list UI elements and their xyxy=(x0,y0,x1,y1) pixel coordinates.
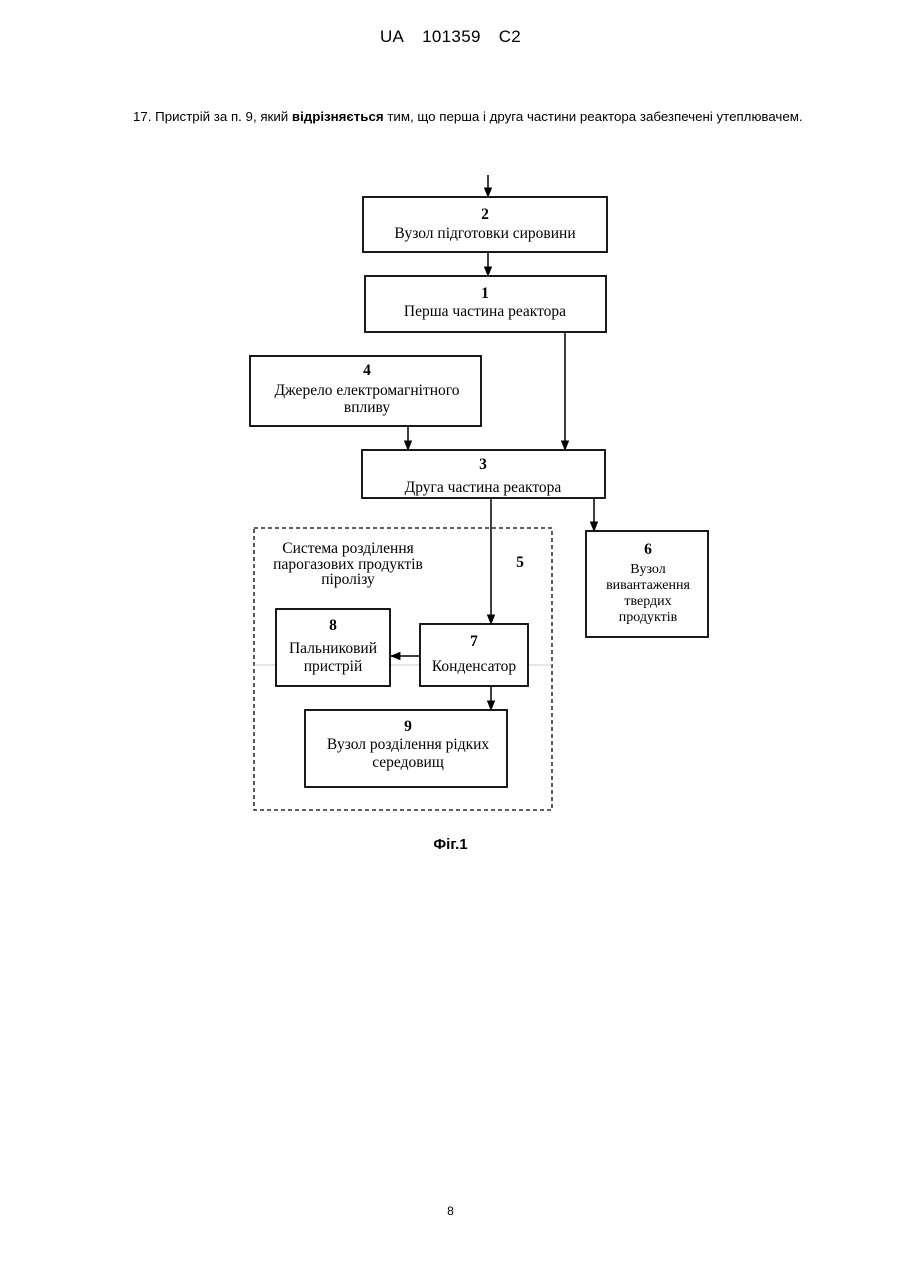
block-4-label-line-1: Джерело електромагнітного xyxy=(274,382,459,399)
block-5-label-line-1: Система розділення xyxy=(282,540,414,557)
figure-caption: Фіг.1 xyxy=(0,836,901,853)
block-3: 3 Друга частина реактора xyxy=(362,450,605,498)
block-8-label-line-2: пристрій xyxy=(304,658,363,675)
block-3-number: 3 xyxy=(479,456,487,473)
block-4: 4 Джерело електромагнітного впливу xyxy=(250,356,481,426)
block-2-number: 2 xyxy=(481,206,489,223)
block-2-label: Вузол підготовки сировини xyxy=(394,225,575,242)
block-9: 9 Вузол розділення рідких середовищ xyxy=(305,710,507,787)
block-8-label-line-1: Пальниковий xyxy=(289,640,377,657)
block-1-number: 1 xyxy=(481,285,489,302)
block-6-label-line-3: твердих xyxy=(624,594,671,609)
block-6-number: 6 xyxy=(644,541,652,558)
block-5-number: 5 xyxy=(516,554,524,571)
block-7-label: Конденсатор xyxy=(432,658,517,675)
block-8-number: 8 xyxy=(329,617,337,634)
block-9-label-line-2: середовищ xyxy=(372,754,444,771)
block-9-number: 9 xyxy=(404,718,412,735)
block-5-labels: Система розділення парогазових продуктів… xyxy=(273,540,524,588)
block-6-label-line-1: Вузол xyxy=(630,562,665,577)
block-9-label-line-1: Вузол розділення рідких xyxy=(327,736,490,753)
block-1-label: Перша частина реактора xyxy=(404,303,566,320)
block-5-label-line-3: піролізу xyxy=(321,571,375,588)
block-4-number: 4 xyxy=(363,362,371,379)
block-6-label-line-4: продуктів xyxy=(619,610,678,625)
block-1: 1 Перша частина реактора xyxy=(365,276,606,332)
block-6-label-line-2: вивантаження xyxy=(606,578,690,593)
block-6: 6 Вузол вивантаження твердих продуктів xyxy=(586,531,708,637)
block-7-number: 7 xyxy=(470,633,478,650)
block-2: 2 Вузол підготовки сировини xyxy=(363,197,607,252)
page-number: 8 xyxy=(0,1204,901,1218)
block-7: 7 Конденсатор xyxy=(420,624,528,686)
block-4-label-line-2: впливу xyxy=(344,399,390,416)
block-8: 8 Пальниковий пристрій xyxy=(276,609,390,686)
block-3-label: Друга частина реактора xyxy=(405,479,562,496)
